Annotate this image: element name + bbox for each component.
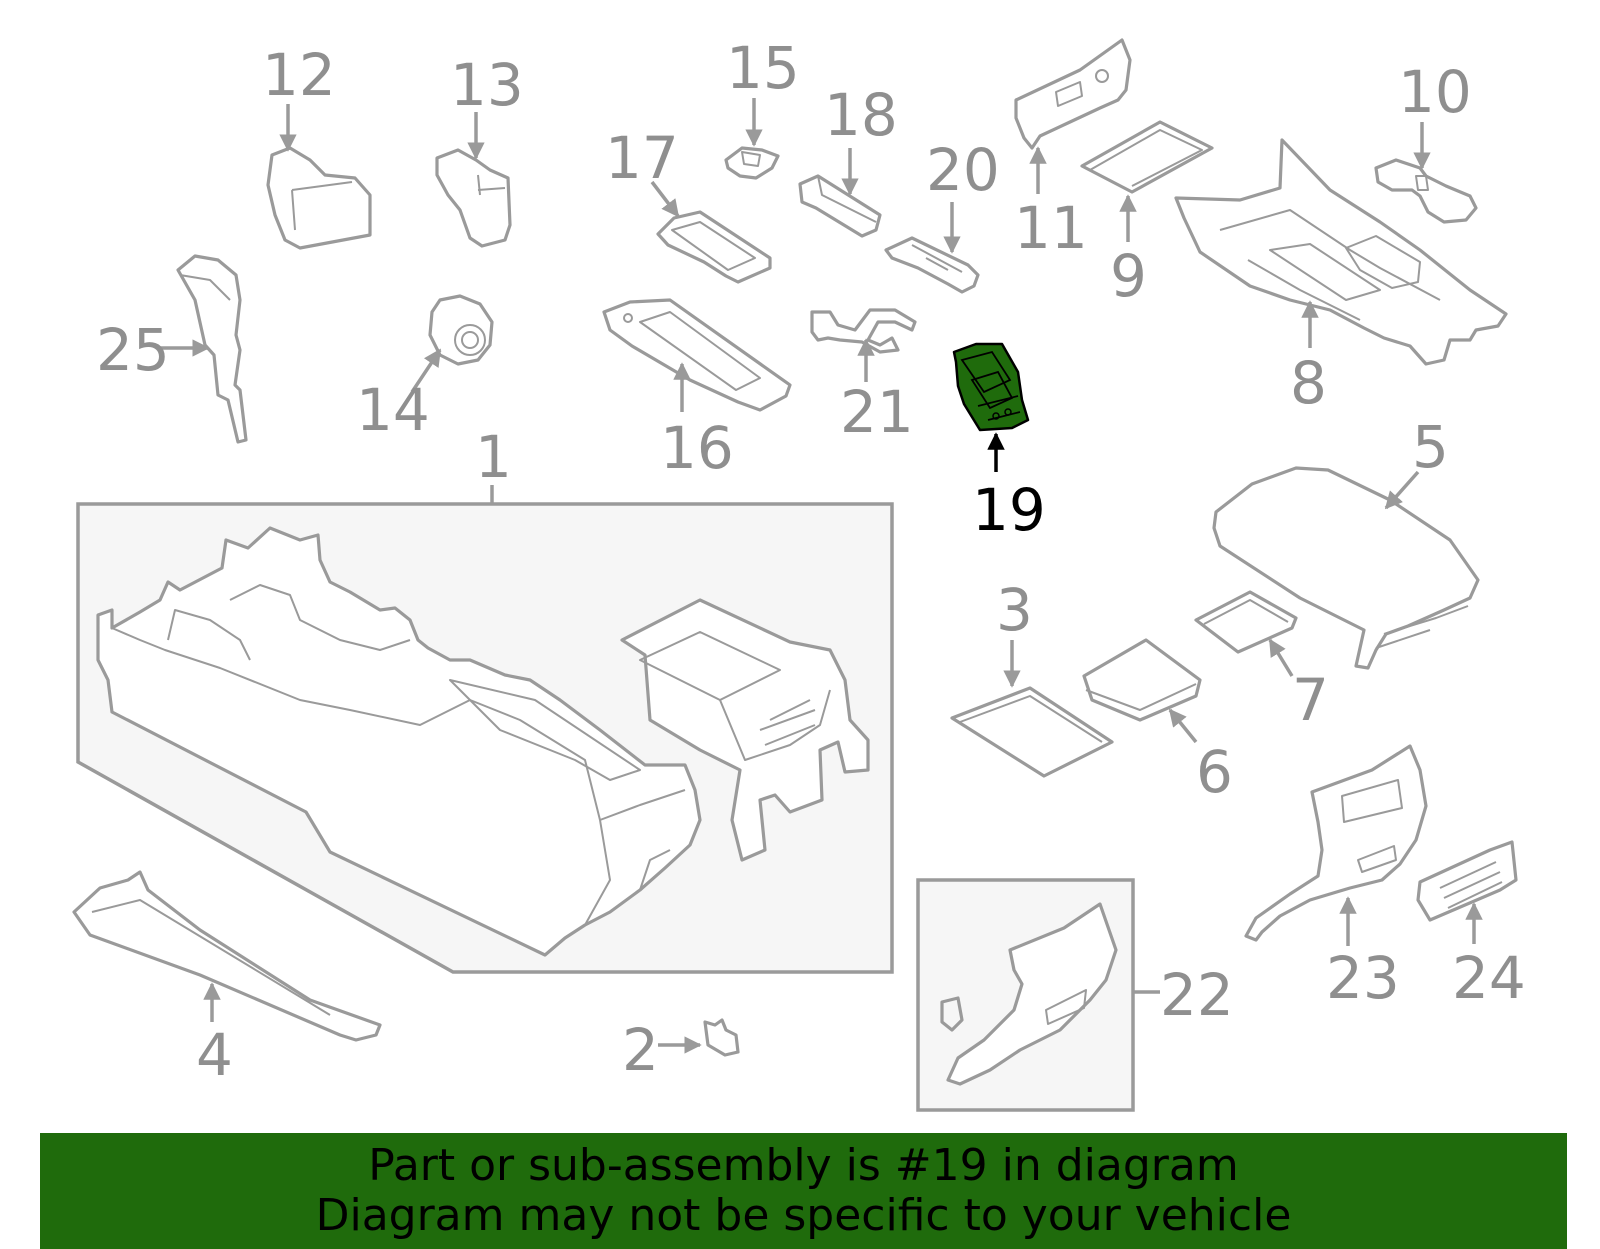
part-25-shift-knob[interactable] [158, 254, 248, 444]
callout-5: 5 [1412, 413, 1449, 481]
callout-11: 11 [1014, 194, 1088, 262]
callout-4: 4 [196, 1021, 233, 1089]
callout-3: 3 [996, 576, 1033, 644]
part-12-knob-cover[interactable] [266, 104, 372, 250]
part-5-armrest-lid[interactable] [1212, 466, 1480, 670]
callout-10: 10 [1398, 58, 1472, 126]
part-3-mat[interactable] [950, 640, 1114, 778]
callout-15: 15 [726, 34, 800, 102]
part-9-mat[interactable] [1080, 120, 1214, 242]
callout-6: 6 [1196, 738, 1233, 806]
part-7-mat[interactable] [1194, 590, 1298, 677]
part-18-bracket[interactable] [798, 148, 882, 238]
banner-line-1: Part or sub-assembly is #19 in diagram [368, 1140, 1239, 1191]
callout-8: 8 [1290, 349, 1327, 417]
part-10-cup-holder[interactable] [1374, 122, 1478, 224]
part-23-panel[interactable] [1244, 744, 1428, 946]
part-14-knob[interactable] [410, 294, 494, 393]
info-banner: Part or sub-assembly is #19 in diagram D… [40, 1133, 1567, 1249]
part-15-clip[interactable] [724, 98, 780, 180]
callout-20: 20 [926, 136, 1000, 204]
part-2-clip[interactable] [658, 1018, 740, 1057]
callout-7: 7 [1292, 666, 1329, 734]
part-11-bezel[interactable] [1014, 38, 1132, 194]
part-8-upper-panel[interactable] [1174, 138, 1508, 366]
part-13-bracket[interactable] [435, 112, 512, 248]
callout-21: 21 [840, 378, 914, 446]
part-19-highlighted[interactable] [952, 342, 1030, 472]
part-22-box[interactable] [916, 878, 1160, 1112]
callout-13: 13 [450, 51, 524, 119]
callout-14: 14 [356, 376, 430, 444]
callout-9: 9 [1110, 242, 1147, 310]
part-16-panel[interactable] [602, 298, 792, 412]
callout-12: 12 [262, 41, 336, 109]
callout-24: 24 [1452, 944, 1526, 1012]
part-20-switch[interactable] [884, 202, 980, 294]
callout-19: 19 [972, 476, 1046, 544]
callout-16: 16 [660, 414, 734, 482]
part-6-mat[interactable] [1082, 638, 1202, 744]
part-24-vent[interactable] [1416, 840, 1518, 944]
callout-18: 18 [824, 81, 898, 149]
callout-22: 22 [1160, 961, 1234, 1029]
part-21-wiring[interactable] [810, 308, 917, 382]
callout-17: 17 [605, 124, 679, 192]
callout-25: 25 [96, 316, 170, 384]
part-17-panel[interactable] [650, 180, 772, 284]
part-4-trim[interactable] [72, 870, 382, 1042]
callout-23: 23 [1326, 944, 1400, 1012]
banner-line-2: Diagram may not be specific to your vehi… [315, 1190, 1292, 1241]
callout-1: 1 [475, 423, 512, 491]
callout-2: 2 [622, 1016, 659, 1084]
part-1-console-box[interactable] [76, 485, 894, 974]
